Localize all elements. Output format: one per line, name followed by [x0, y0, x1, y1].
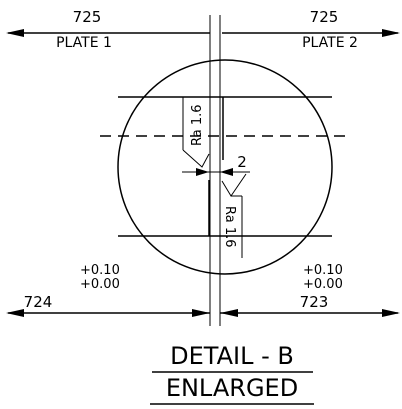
top-left-plate-label: PLATE 1: [56, 35, 112, 51]
vertical-extension-lines: [209, 15, 221, 326]
bottom-dimension-left: [6, 309, 210, 317]
top-right-dimension-value: 725: [310, 8, 339, 26]
bottom-right-dimension-value: 723: [300, 293, 329, 311]
detail-subtitle: ENLARGED: [166, 374, 298, 402]
detail-circle: [117, 59, 333, 275]
bottom-left-dimension-value: 724: [24, 293, 53, 311]
gap-dimension-value: 2: [237, 153, 247, 171]
plate-1-outline: [118, 96, 224, 237]
surface-finish-symbol-upper: [182, 97, 210, 168]
bottom-dimension-right: [220, 309, 400, 317]
left-tolerance-upper: +0.10: [80, 263, 120, 278]
surface-finish-upper-label: Ra 1.6: [190, 104, 205, 146]
top-left-dimension-value: 725: [73, 8, 102, 26]
surface-finish-lower-label: Ra 1.6: [222, 206, 237, 248]
top-dimension-left: [6, 29, 210, 37]
plate-2-outline: [209, 96, 332, 237]
top-dimension-right: [222, 29, 400, 37]
top-right-plate-label: PLATE 2: [302, 35, 358, 51]
gap-dimension: [182, 168, 250, 176]
surface-finish-symbol-lower: [221, 173, 247, 258]
right-tolerance-lower: +0.00: [303, 277, 343, 292]
right-tolerance-upper: +0.10: [303, 263, 343, 278]
left-tolerance-lower: +0.00: [80, 277, 120, 292]
detail-title: DETAIL - B: [170, 342, 294, 370]
